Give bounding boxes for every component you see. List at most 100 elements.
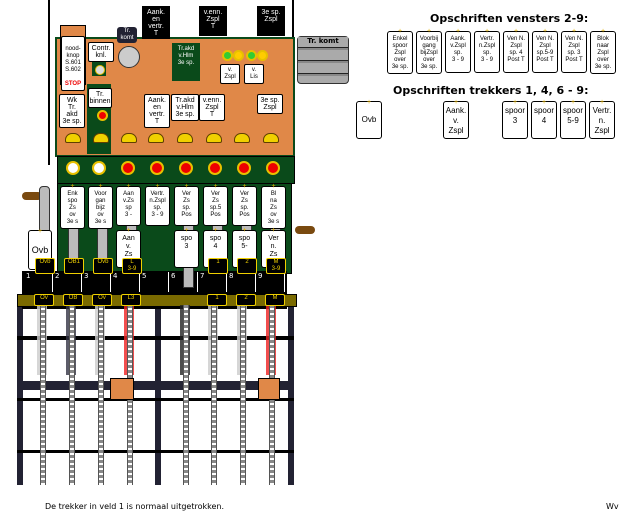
lever-knob[interactable]: [93, 133, 109, 143]
lever-knob[interactable]: [263, 133, 279, 143]
lever-caption: Vertr. n. Zspl: [589, 98, 615, 139]
crank-right[interactable]: [295, 226, 315, 234]
lamp-indicator: [257, 50, 268, 61]
frame-leg-middle: [155, 305, 161, 485]
lever-knob[interactable]: [121, 133, 137, 143]
lever-tag: M 3-9: [266, 258, 286, 274]
tr-binnen-lamp: [97, 110, 108, 121]
frame-pole-left: [48, 0, 50, 165]
top-plate: 3e sp. Zspl: [257, 6, 285, 36]
emergency-button-box[interactable]: nood- knop S.601 S.602 STOP: [60, 25, 86, 91]
window-caption-7: Ven N. Zspl sp.5-9 Post T: [532, 28, 558, 73]
tr-komt-label: Tr. komt: [298, 37, 348, 45]
lever-caption: Aank. v. Zspl: [443, 98, 469, 139]
chain-6: [183, 305, 189, 485]
bell-label: Tr. komt: [117, 27, 137, 43]
row-label: v.enn. Zspl T: [199, 94, 225, 121]
lever-knob[interactable]: [206, 133, 222, 143]
track-indicator-2: [92, 161, 106, 175]
lever-caption: spoor 5-9: [560, 98, 586, 139]
board-lever-window: spo 3: [174, 227, 199, 268]
field-1: 1: [24, 272, 53, 292]
rail-tag-1: Ov: [34, 294, 54, 306]
window-caption-3: Voorbij gang bijZspl over 3e sp.: [416, 28, 442, 74]
lever-tag: 2: [237, 258, 257, 274]
bell-icon: [118, 46, 140, 68]
lever-caption: spoor 4: [531, 98, 557, 139]
tr-akd-text: Tr.akd v.Hlm 3e sp.: [177, 46, 195, 66]
lever-caption: spoor 3: [502, 98, 528, 139]
frame-bar-2: [17, 381, 294, 390]
track-indicator-5: [179, 161, 193, 175]
label-v-zspl: v. Zspl: [220, 64, 240, 84]
rail-bar: [17, 294, 297, 307]
lever-knob[interactable]: [65, 133, 81, 143]
counterweight-4: [110, 378, 134, 400]
lever-tag: 1: [208, 258, 228, 274]
rail-tag-8: 2: [236, 294, 256, 306]
indicator-strip: [57, 156, 295, 184]
lever-caption: Ovb: [356, 98, 382, 139]
crank-left[interactable]: [22, 192, 42, 200]
rail-tag-2: OB: [63, 294, 83, 306]
field-6: 6: [169, 272, 198, 292]
lever-tag: OB1: [64, 258, 84, 274]
rail-tag-9: M: [265, 294, 285, 306]
window-caption-4: Aank. v.Zspl sp. 3 - 9: [445, 28, 471, 73]
contr-label: Contr. knl.: [88, 42, 114, 62]
window-caption-8: Ven N. Zspl sp. 3 Post T: [561, 28, 587, 73]
row-label: Wk Tr. akd 3e sp.: [59, 94, 85, 128]
rail-tag-4: L3: [121, 294, 141, 306]
lever-knob[interactable]: [148, 133, 164, 143]
board-window-2: Enk spo Zs ov 3e s: [60, 183, 85, 229]
chain-3: [98, 305, 104, 485]
emergency-label: nood- knop S.601 S.602: [65, 46, 81, 73]
lamp-indicator: [222, 50, 233, 61]
windows-title: Opschriften vensters 2-9:: [430, 12, 589, 25]
tr-komt-indicator: Tr. komt: [297, 36, 349, 84]
field-2: 2: [53, 272, 82, 292]
field-4: 4: [111, 272, 140, 292]
row-label: Tr. binnen: [88, 88, 112, 108]
chain-8: [240, 305, 246, 485]
corner-label: Wv: [606, 502, 619, 511]
chain-2: [69, 305, 75, 485]
rail-tag-3: Ov: [92, 294, 112, 306]
lever-tag: L 3-9: [122, 258, 142, 274]
lever-tag: Ovb: [35, 258, 55, 274]
status-message: De trekker in veld 1 is normaal uitgetro…: [45, 502, 224, 511]
field-3: 3: [82, 272, 111, 292]
stop-label: STOP: [64, 81, 82, 87]
rail-tag-7: 1: [207, 294, 227, 306]
track-indicator-6: [208, 161, 222, 175]
counterweight-9: [258, 378, 280, 400]
track-indicator-8: [266, 161, 280, 175]
chain-1: [40, 305, 46, 485]
levers-title: Opschriften trekkers 1, 4, 6 - 9:: [393, 84, 589, 97]
field-8: 8: [227, 272, 256, 292]
board-window-7: Ver Zs sp.5 Pos: [203, 183, 228, 226]
track-indicator-3: [121, 161, 135, 175]
field-9: 9: [256, 272, 285, 292]
label-v-lis: v. Lis: [244, 64, 264, 84]
window-caption-6: Ven N. Zspl sp. 4 Post T: [503, 28, 529, 73]
frame-bar-4: [17, 450, 294, 453]
board-window-6: Ver Zs sp. Pos: [174, 183, 199, 226]
frame-leg-left: [17, 305, 23, 485]
lever-tag: Ovb: [93, 258, 113, 274]
frame-leg-right: [288, 305, 294, 485]
row-label: 3e sp. Zspl: [257, 94, 283, 114]
board-window-9: Bl na Zs ov 3e s: [261, 183, 286, 229]
track-indicator-7: [237, 161, 251, 175]
row-label: Aank. en vertr. T: [144, 94, 170, 128]
row-label: Tr.akd v.Hlm 3e sp.: [171, 94, 199, 121]
field-5: 5: [140, 272, 169, 292]
contr-button[interactable]: [92, 62, 106, 76]
track-indicator-4: [150, 161, 164, 175]
board-window-8: Ver Zs sp. Pos: [232, 183, 257, 226]
lever-knob[interactable]: [234, 133, 250, 143]
field-7: 7: [198, 272, 227, 292]
lamp-indicator: [246, 50, 257, 61]
frame-bar-1: [17, 336, 294, 340]
lever-knob[interactable]: [177, 133, 193, 143]
